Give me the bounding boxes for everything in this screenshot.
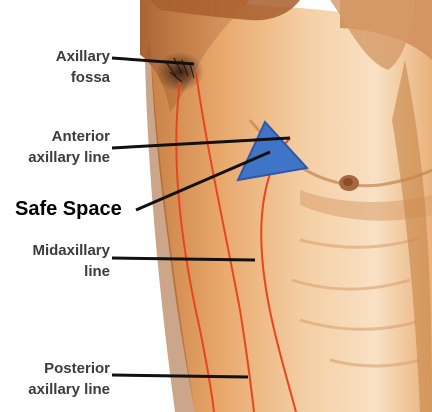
label-anterior-line2: axillary line xyxy=(28,147,110,168)
label-midaxillary-line: Midaxillary line xyxy=(32,240,110,282)
label-posterior-line2: axillary line xyxy=(28,379,110,400)
pointer-midaxillary-line xyxy=(112,258,255,260)
nipple-center xyxy=(343,178,353,186)
label-posterior-axillary-line: Posterior axillary line xyxy=(28,358,110,400)
label-midaxillary-line2: line xyxy=(32,261,110,282)
label-posterior-line1: Posterior xyxy=(28,358,110,379)
label-axillary-fossa-line2: fossa xyxy=(56,67,110,88)
label-midaxillary-line1: Midaxillary xyxy=(32,240,110,261)
pointer-posterior-axillary-line xyxy=(112,375,248,377)
label-safe-space: Safe Space xyxy=(15,196,122,222)
label-anterior-line1: Anterior xyxy=(28,126,110,147)
label-axillary-fossa: Axillary fossa xyxy=(56,46,110,88)
label-axillary-fossa-line1: Axillary xyxy=(56,46,110,67)
label-anterior-axillary-line: Anterior axillary line xyxy=(28,126,110,168)
